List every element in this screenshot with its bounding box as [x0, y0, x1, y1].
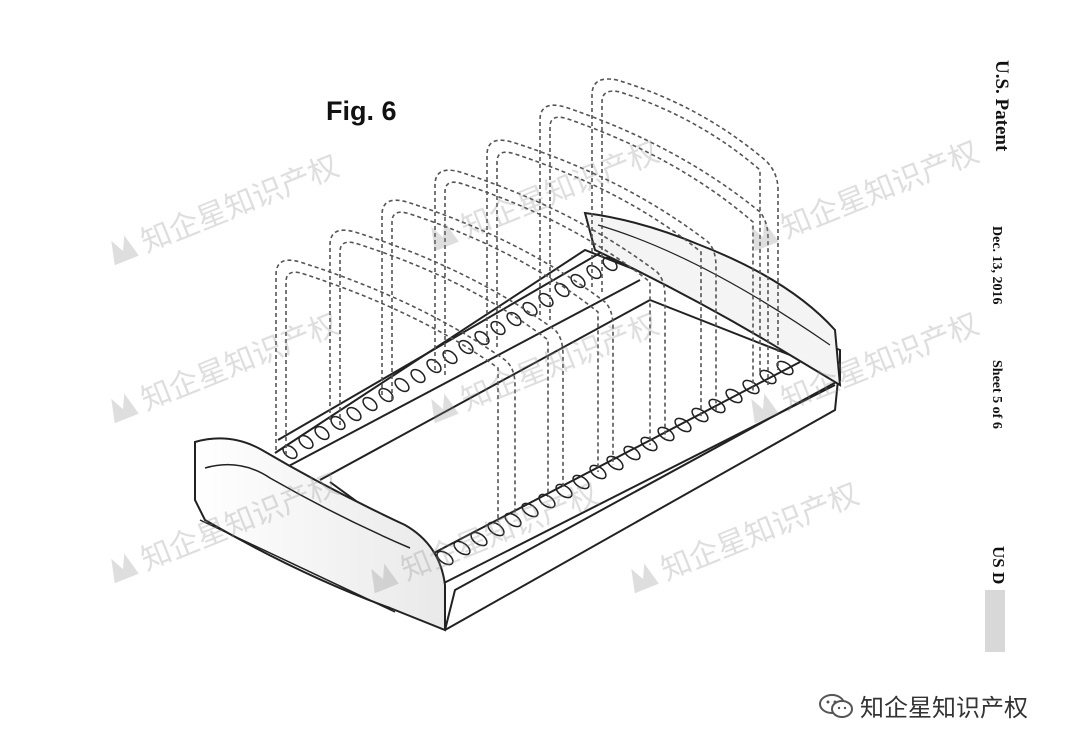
watermark: 知企星知识产权 [740, 299, 985, 432]
source-credit: 知企星知识产权 [818, 688, 1028, 723]
watermark: 知企星知识产权 [740, 127, 985, 260]
figure-label: Fig. 6 [326, 96, 397, 126]
watermark: 知企星知识产权 [420, 127, 665, 260]
wechat-bubble-icon [819, 693, 853, 718]
watermark-logo-icon [431, 221, 459, 252]
watermark: 知企星知识产权 [420, 299, 665, 432]
watermark-logo-icon [111, 393, 139, 424]
watermark: 知企星知识产权 [620, 469, 865, 602]
watermark: 知企星知识产权 [360, 469, 605, 602]
watermark-logo-icon [371, 563, 399, 594]
watermark-logo-icon [111, 235, 139, 266]
source-credit-text: 知企星知识产权 [860, 694, 1028, 722]
watermark-logo-icon [751, 393, 779, 424]
watermark-logo-icon [431, 393, 459, 424]
redaction-box [985, 590, 1005, 652]
watermark: 知企星知识产权 [100, 459, 345, 592]
patent-header-title: U.S. Patent [991, 60, 1012, 152]
patent-number: US D [989, 546, 1008, 585]
watermark-logo-icon [111, 553, 139, 584]
watermark-logo-icon [751, 221, 779, 252]
watermark: 知企星知识产权 [100, 299, 345, 432]
watermark: 知企星知识产权 [100, 141, 345, 274]
patent-date: Dec. 13, 2016 [989, 226, 1004, 305]
sheet-number: Sheet 5 of 6 [989, 360, 1004, 429]
watermark-logo-icon [631, 563, 659, 594]
